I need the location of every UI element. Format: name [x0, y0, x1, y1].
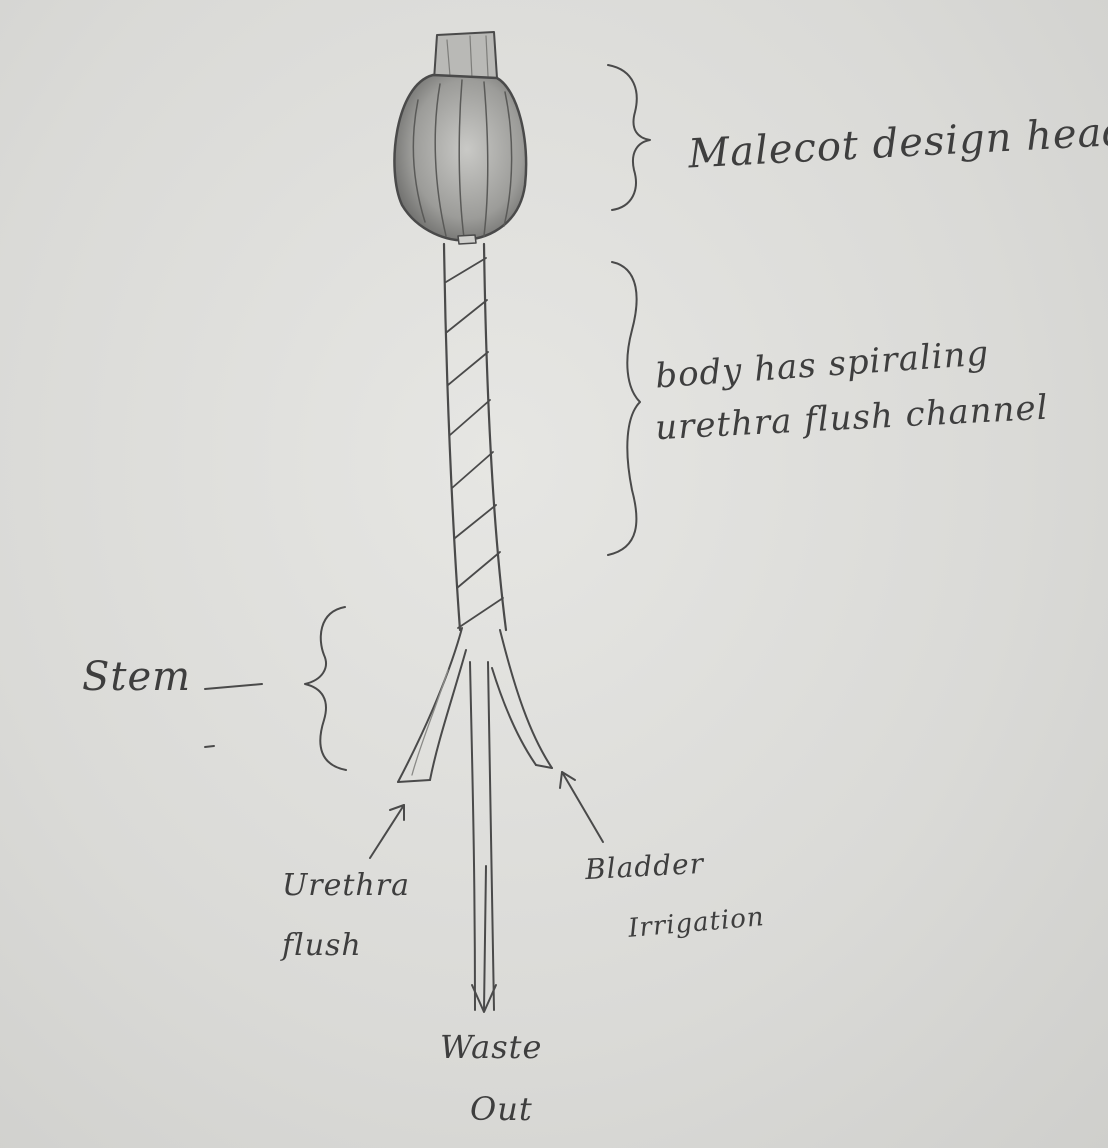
label-waste-line1: Waste: [440, 1028, 542, 1066]
stray-dash: [205, 746, 214, 747]
urethra-arrow: [370, 805, 404, 858]
stem-branches: [398, 628, 552, 1010]
catheter-body: [444, 244, 506, 630]
head-brace: [608, 65, 650, 210]
bladder-arrow: [560, 772, 603, 842]
head-tip: [434, 32, 497, 80]
stem-brace: [305, 607, 346, 770]
stem-leader-line: [205, 684, 262, 689]
label-urethra-line1: Urethra: [282, 868, 410, 903]
body-brace: [608, 262, 640, 555]
label-waste-line2: Out: [470, 1090, 533, 1128]
label-bladder-line1: Bladder: [584, 847, 705, 886]
label-stem: Stem: [82, 654, 191, 700]
label-urethra-line2: flush: [282, 928, 362, 963]
malecot-head: [394, 75, 526, 244]
